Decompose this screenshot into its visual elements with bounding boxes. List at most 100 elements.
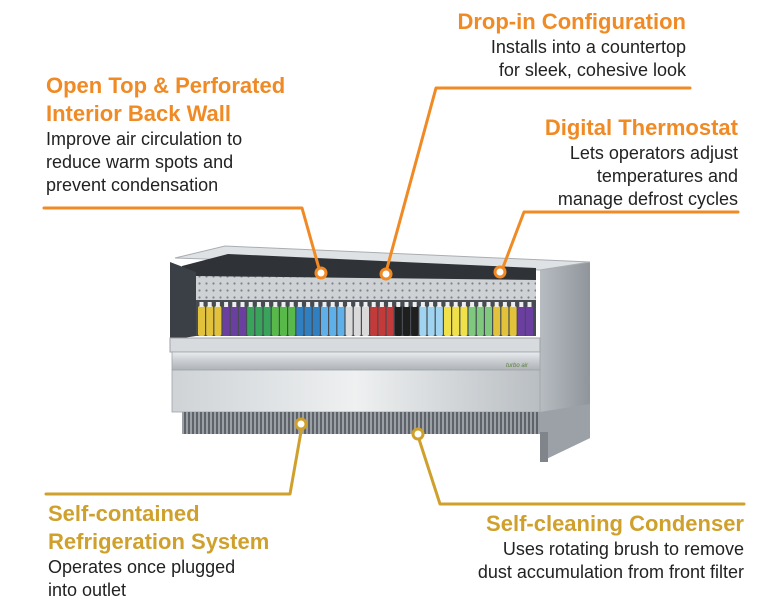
bottle-cap bbox=[355, 302, 360, 307]
bottle-cap bbox=[396, 302, 401, 307]
bottle-cap bbox=[453, 302, 458, 307]
bottle bbox=[517, 306, 525, 336]
dot-thermostat bbox=[493, 265, 507, 279]
bottle-cap bbox=[519, 302, 524, 307]
condenser-desc-2: dust accumulation from front filter bbox=[477, 562, 744, 582]
bottle bbox=[198, 306, 205, 336]
callout-self-contained: Self-contained Refrigeration System Oper… bbox=[48, 500, 269, 602]
bottle bbox=[304, 306, 312, 336]
bottle-cap bbox=[511, 302, 516, 307]
bottle bbox=[460, 306, 468, 336]
bottle bbox=[493, 306, 501, 336]
bottle-cap bbox=[429, 302, 434, 307]
bottle bbox=[345, 306, 353, 336]
bottle bbox=[435, 306, 443, 336]
bottle bbox=[263, 306, 271, 336]
drop-in-desc-2: for sleek, cohesive look bbox=[498, 60, 686, 80]
bottle bbox=[353, 306, 361, 336]
bottle bbox=[485, 306, 492, 336]
bottle-cap bbox=[224, 302, 229, 307]
bottle-cap bbox=[330, 302, 335, 307]
bottle bbox=[394, 306, 402, 336]
condenser-vent bbox=[182, 412, 540, 434]
dot-condenser bbox=[411, 427, 425, 441]
callout-thermostat: Digital Thermostat Lets operators adjust… bbox=[545, 114, 738, 211]
bottle bbox=[296, 306, 304, 336]
bottle bbox=[378, 306, 386, 336]
bottle-cap bbox=[379, 302, 384, 307]
bottle bbox=[280, 306, 287, 336]
thermostat-title: Digital Thermostat bbox=[544, 115, 738, 140]
bottle-cap bbox=[461, 302, 466, 307]
bottle-cap bbox=[289, 302, 294, 307]
bottle-cap bbox=[494, 302, 499, 307]
bottle bbox=[247, 306, 255, 336]
bottle-cap bbox=[437, 302, 442, 307]
bottle bbox=[452, 306, 460, 336]
bottle bbox=[214, 306, 222, 336]
bottle-cap bbox=[248, 302, 253, 307]
open-top-desc-2: reduce warm spots and bbox=[46, 152, 234, 172]
bottle bbox=[255, 306, 263, 336]
drop-in-title: Drop-in Configuration bbox=[457, 9, 686, 34]
bottle-cap bbox=[502, 302, 507, 307]
bottle-cap bbox=[256, 302, 261, 307]
bottle bbox=[501, 306, 509, 336]
thermostat-desc-2: temperatures and bbox=[596, 166, 738, 186]
self-contained-title-1: Self-contained bbox=[48, 501, 200, 526]
bottle-cap bbox=[207, 302, 212, 307]
bottle bbox=[222, 306, 230, 336]
bottle bbox=[239, 306, 246, 336]
bottle-cap bbox=[240, 302, 245, 307]
open-top-title-2: Interior Back Wall bbox=[46, 101, 232, 126]
self-contained-desc-2: into outlet bbox=[48, 580, 127, 600]
bottle-cap bbox=[314, 302, 319, 307]
bottle bbox=[386, 306, 394, 336]
bottle-cap bbox=[347, 302, 352, 307]
open-top-desc-1: Improve air circulation to bbox=[46, 129, 243, 149]
bottle-cap bbox=[281, 302, 286, 307]
bottle bbox=[321, 306, 328, 336]
logo: turbo air bbox=[506, 363, 529, 369]
bottle bbox=[206, 306, 214, 336]
bottle-cap bbox=[420, 302, 425, 307]
bottle-cap bbox=[388, 302, 393, 307]
beverage-display bbox=[198, 302, 533, 336]
bottle-cap bbox=[232, 302, 237, 307]
thermostat-desc-1: Lets operators adjust bbox=[569, 143, 738, 163]
drop-in-desc-1: Installs into a countertop bbox=[490, 37, 686, 57]
thermostat-desc-3: manage defrost cycles bbox=[557, 189, 738, 209]
bottle-cap bbox=[478, 302, 483, 307]
bottle bbox=[419, 306, 427, 336]
bottle-cap bbox=[215, 302, 220, 307]
dot-open-top bbox=[314, 266, 328, 280]
bottle-cap bbox=[470, 302, 475, 307]
bottle bbox=[526, 306, 533, 336]
bottle bbox=[329, 306, 337, 336]
callout-open-top: Open Top & Perforated Interior Back Wall… bbox=[46, 72, 285, 197]
bottle-cap bbox=[486, 302, 491, 307]
bottle bbox=[230, 306, 238, 336]
bottle-cap bbox=[371, 302, 376, 307]
bottle-cap bbox=[338, 302, 343, 307]
front-panel bbox=[171, 369, 541, 413]
bottle bbox=[403, 306, 410, 336]
bottle bbox=[337, 306, 345, 336]
bottle-cap bbox=[306, 302, 311, 307]
open-top-desc-3: prevent condensation bbox=[46, 175, 219, 195]
self-contained-desc-1: Operates once plugged bbox=[48, 557, 236, 577]
dot-drop-in bbox=[379, 267, 393, 281]
callout-condenser: Self-cleaning Condenser Uses rotating br… bbox=[478, 510, 744, 584]
bottle bbox=[411, 306, 419, 336]
bottle-cap bbox=[199, 302, 204, 307]
bottle-cap bbox=[265, 302, 270, 307]
bottle bbox=[427, 306, 435, 336]
callout-drop-in: Drop-in Configuration Installs into a co… bbox=[457, 8, 686, 82]
bottle bbox=[509, 306, 517, 336]
bottle-cap bbox=[445, 302, 450, 307]
bottle-cap bbox=[273, 302, 278, 307]
bottle-cap bbox=[527, 302, 532, 307]
bottle-cap bbox=[404, 302, 409, 307]
bottle-cap bbox=[322, 302, 327, 307]
